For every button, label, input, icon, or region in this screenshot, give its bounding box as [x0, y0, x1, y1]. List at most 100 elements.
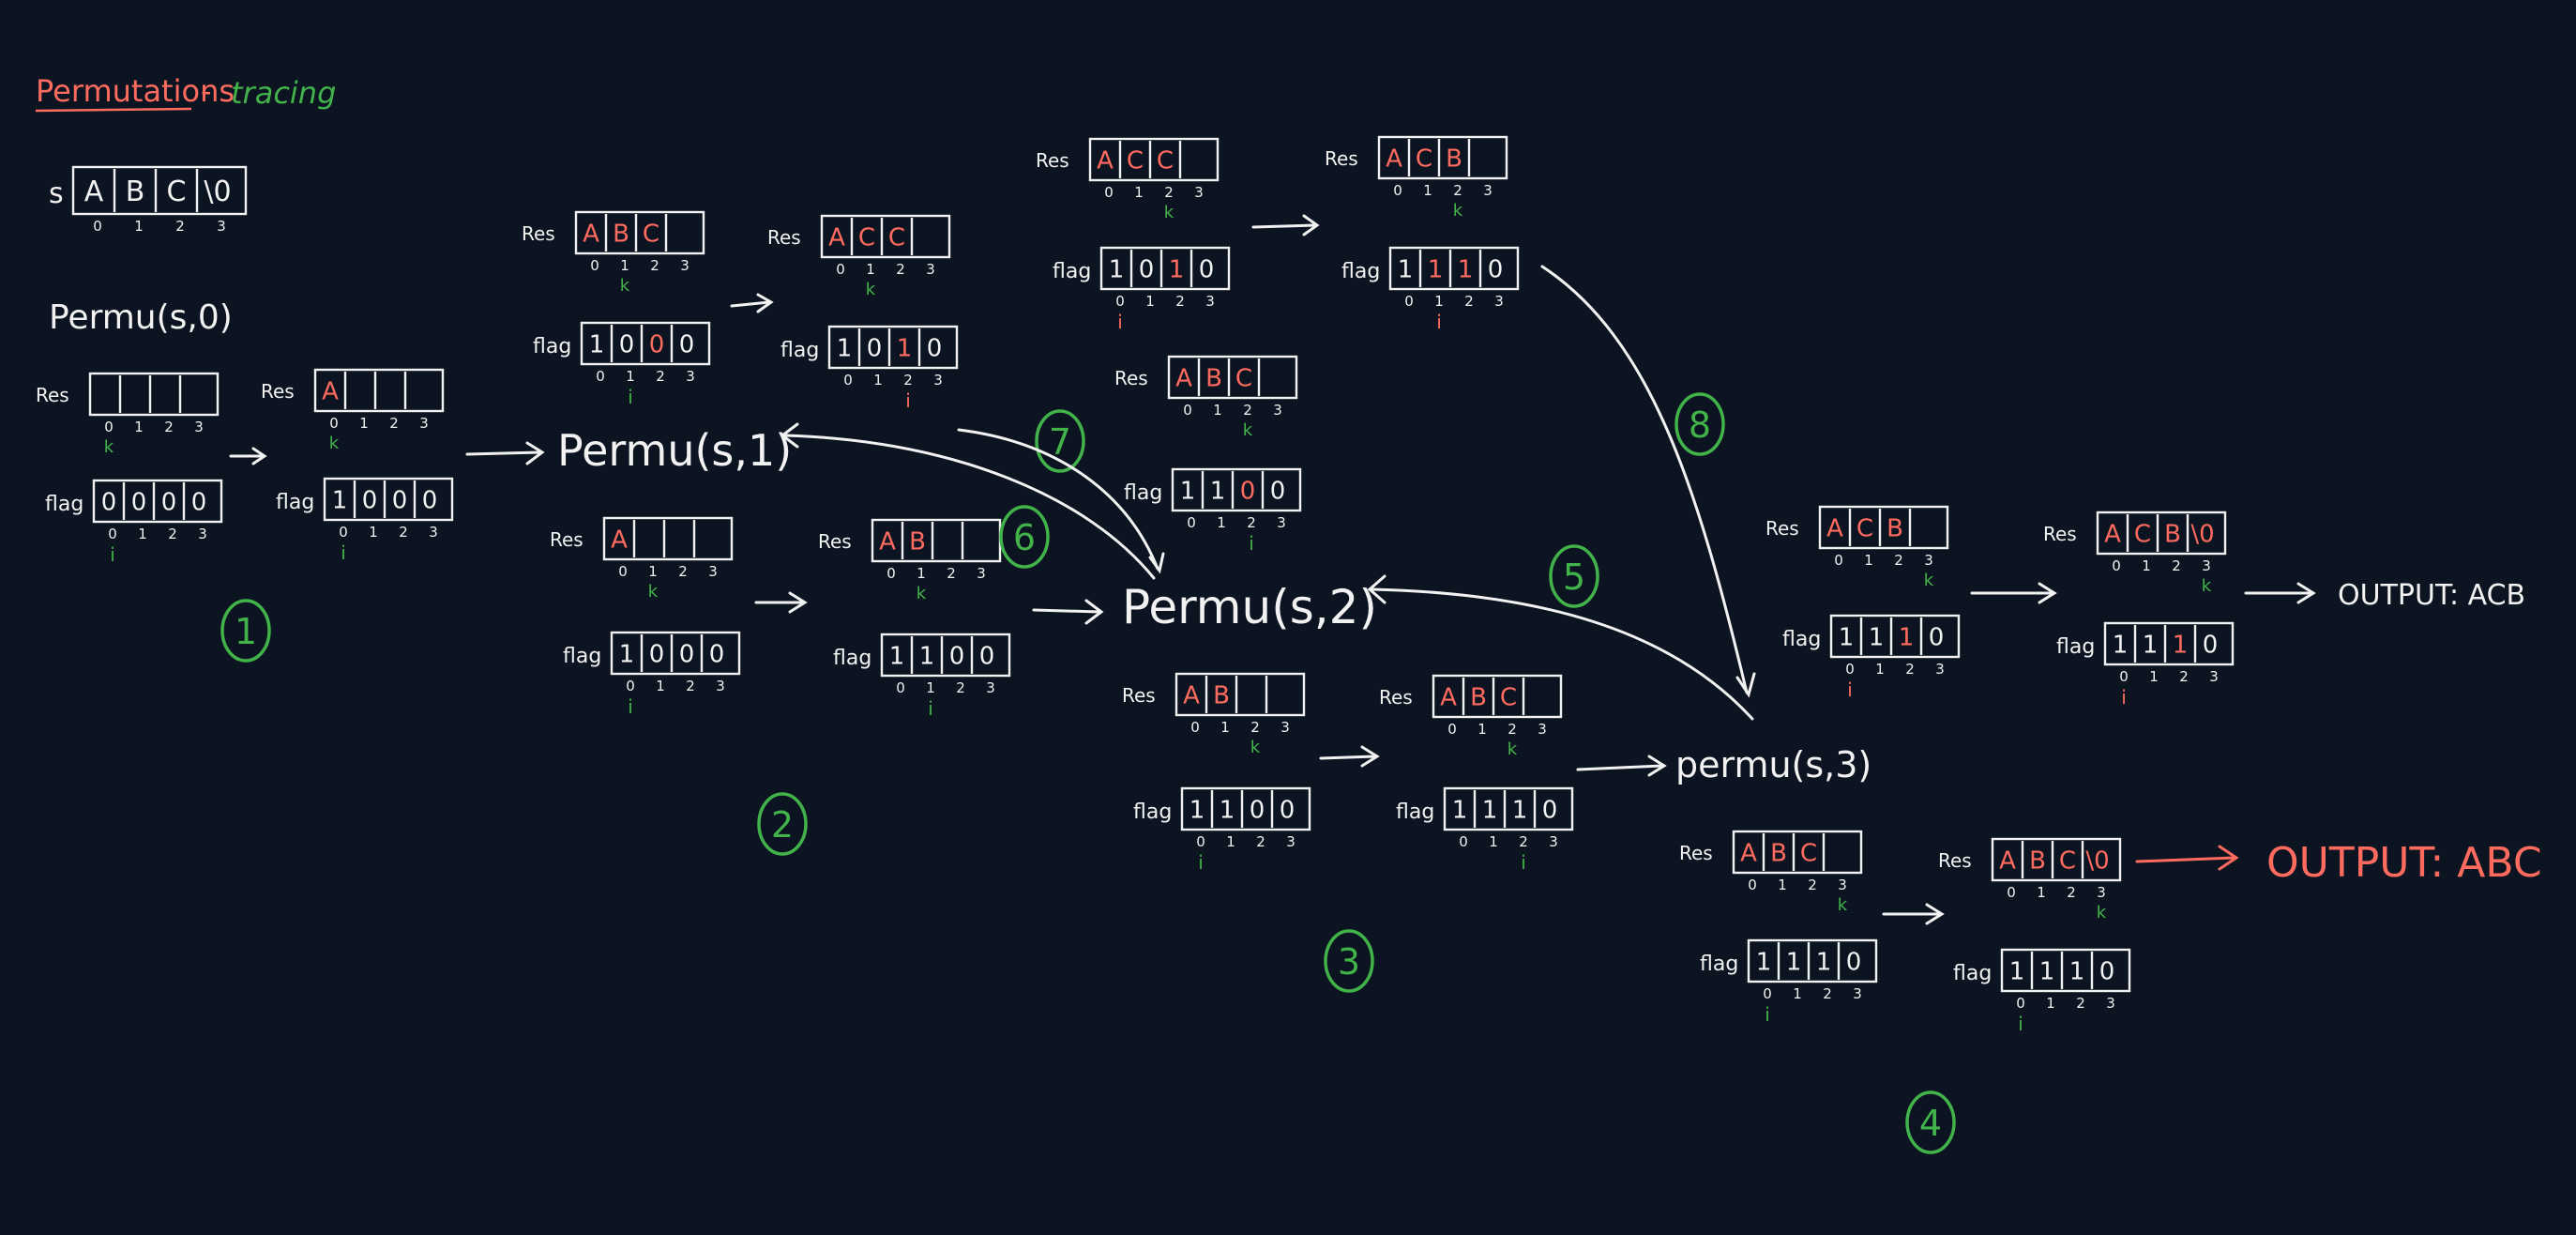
index-label: 3	[1286, 833, 1296, 850]
arrow-head	[788, 591, 808, 614]
i-pointer: i	[928, 697, 933, 720]
flag-cell: 0	[2099, 958, 2115, 986]
index-label: 0	[1183, 402, 1192, 419]
flag-cell: 0	[1929, 624, 1945, 652]
res-label: Res	[1765, 517, 1799, 540]
index-label: 3	[1924, 552, 1933, 569]
res-cell: B	[1470, 684, 1487, 712]
res-frame	[1818, 505, 1949, 550]
arrows	[229, 214, 2316, 925]
index-label: 3	[1494, 293, 1504, 310]
res-label: Res	[261, 380, 295, 403]
call-permu-s-2: Permu(s,2)	[1122, 580, 1377, 634]
flag-cell: 0	[1488, 256, 1504, 284]
index-label: 1	[626, 368, 635, 385]
index-label: 1	[1213, 402, 1222, 419]
index-label: 1	[917, 565, 926, 582]
index-label: 3	[2106, 995, 2115, 1012]
index-label: 0	[896, 679, 905, 696]
arrow-head	[1302, 214, 1320, 236]
res-cell: C	[1856, 515, 1873, 543]
index-label: 0	[339, 524, 348, 541]
flag-cell: 0	[867, 335, 883, 363]
index-label: 2	[686, 678, 695, 694]
res-cell: C	[858, 224, 875, 252]
index-label: 3	[1205, 293, 1215, 310]
index-label: 1	[873, 372, 883, 389]
res-frame	[1991, 837, 2122, 882]
flag-label: flag	[563, 645, 601, 668]
k-pointer: k	[2202, 576, 2212, 596]
step-number-8: 8	[1674, 392, 1725, 456]
k-pointer: k	[2097, 903, 2107, 922]
title-sub: tracing	[231, 75, 336, 111]
arrow-head	[2218, 845, 2239, 871]
flag-cell: 1	[1190, 797, 1205, 825]
index-label: 2	[903, 372, 913, 389]
flag-label: flag	[1124, 481, 1162, 505]
k-pointer: k	[1838, 895, 1848, 915]
index-label: 2	[164, 419, 174, 435]
index-label: 0	[843, 372, 853, 389]
arrow-head	[1647, 755, 1667, 777]
res-cell: C	[1500, 684, 1517, 712]
k-pointer: k	[104, 437, 114, 457]
res-label: Res	[1122, 684, 1156, 707]
arrow-to-permu2	[1032, 608, 1101, 614]
index-label: 0	[329, 415, 339, 432]
res-frame	[574, 210, 705, 255]
flag-cell: 0	[191, 489, 207, 517]
index-label: 0	[2112, 557, 2121, 574]
index-label: 3	[933, 372, 943, 389]
flag-cell: 1	[1220, 797, 1235, 825]
index-label: 0	[1187, 514, 1196, 531]
index-label: 2	[1808, 877, 1817, 893]
flag-cell: 0	[649, 331, 665, 359]
i-pointer: i	[1847, 678, 1853, 701]
res-cell: B	[909, 528, 926, 557]
index-label: 1	[1864, 552, 1873, 569]
index-label: 3	[708, 563, 718, 580]
call-permu-s-1: Permu(s,1)	[557, 425, 792, 476]
arrow-head	[1084, 599, 1104, 625]
index-label: 2	[947, 565, 956, 582]
index-label: 3	[977, 565, 986, 582]
k-pointer: k	[866, 280, 876, 299]
k-pointer: k	[1243, 420, 1253, 440]
arrow-head	[1148, 552, 1165, 574]
index-label: 0	[1845, 661, 1855, 678]
flag-label: flag	[533, 335, 571, 358]
index-label: 1	[656, 678, 665, 694]
flag-cell: 0	[131, 489, 147, 517]
res-label: Res	[2043, 523, 2077, 545]
i-pointer: i	[1521, 851, 1526, 874]
index-label: 0	[1190, 719, 1200, 736]
flag-cell: 1	[1899, 624, 1915, 652]
index-label: 3	[1853, 985, 1862, 1002]
index-label: 3	[1277, 514, 1286, 531]
flag-cell: 1	[589, 331, 605, 359]
flag-cell: 1	[1452, 797, 1468, 825]
index-label: 1	[1145, 293, 1155, 310]
res-cell: C	[888, 224, 905, 252]
flag-cell: 1	[1210, 478, 1226, 506]
flag-cell: 1	[1428, 256, 1444, 284]
arrow-to-output-abc	[2135, 856, 2236, 863]
flag-frame	[880, 633, 1011, 678]
index-label: 0	[1104, 184, 1114, 201]
res-cell: A	[1175, 365, 1192, 393]
index-label: 1	[1220, 719, 1230, 736]
